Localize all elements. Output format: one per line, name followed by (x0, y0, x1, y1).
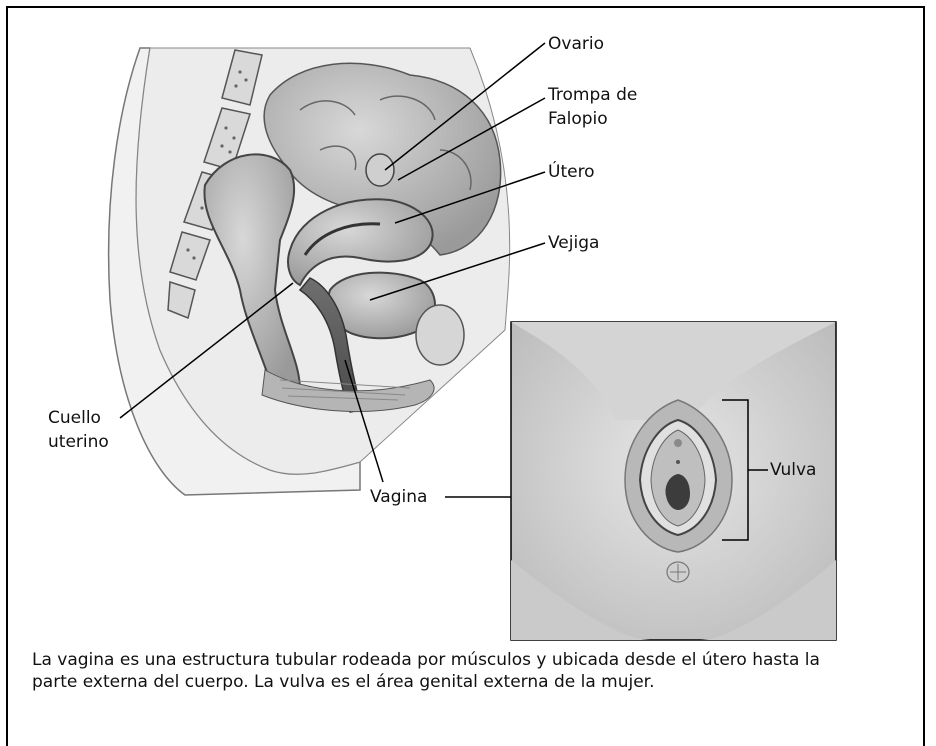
pubic-bone (416, 305, 464, 365)
label-cuello-line1: Cuello (48, 407, 101, 429)
label-utero: Útero (548, 161, 595, 183)
label-trompa-line1: Trompa de (548, 84, 637, 106)
vulva-panel (511, 322, 836, 640)
caption-line-2: parte externa del cuerpo. La vulva es el… (32, 671, 912, 693)
urethral-opening (676, 460, 680, 464)
label-trompa-line2: Falopio (548, 108, 608, 130)
label-vejiga: Vejiga (548, 232, 599, 254)
clitoris (674, 439, 682, 447)
sagittal-section (109, 48, 510, 495)
figure-caption: La vagina es una estructura tubular rode… (32, 649, 912, 693)
label-cuello-line2: uterino (48, 431, 109, 453)
label-ovario: Ovario (548, 33, 604, 55)
label-vulva: Vulva (770, 459, 816, 481)
caption-line-1: La vagina es una estructura tubular rode… (32, 649, 912, 671)
label-vagina: Vagina (370, 486, 427, 508)
ovary (366, 154, 394, 186)
